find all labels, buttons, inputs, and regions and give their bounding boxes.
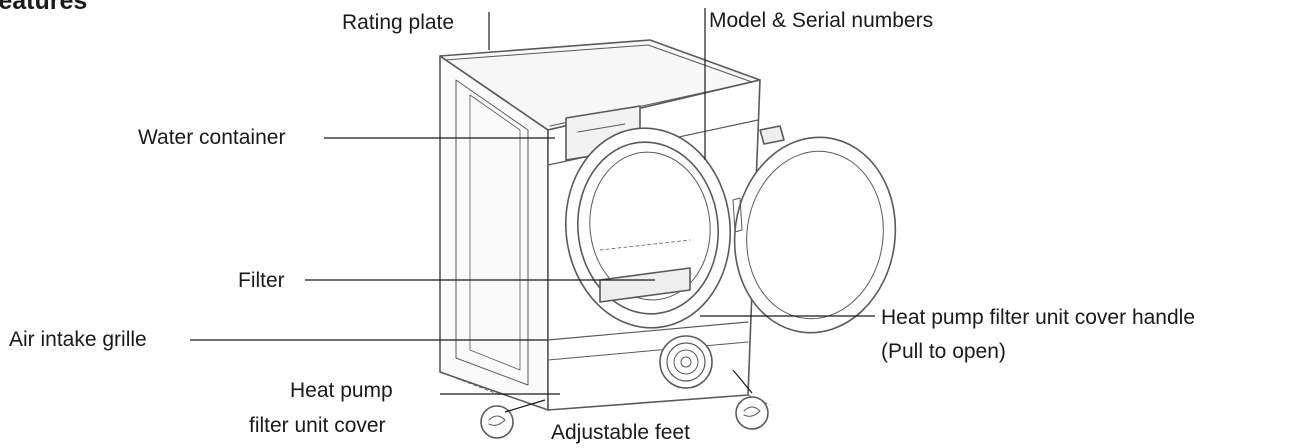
label-cover-handle-line1: Heat pump filter unit cover handle [881, 306, 1196, 329]
open-door [733, 136, 897, 334]
label-cover-handle-line2: (Pull to open) [881, 340, 1006, 363]
leader-foot-right [732, 369, 753, 394]
label-rating-plate: Rating plate [342, 11, 455, 34]
lint-filter [599, 267, 691, 303]
label-model-serial: Model & Serial numbers [709, 9, 934, 32]
label-heat-pump-cover-line1: Heat pump [290, 379, 393, 402]
label-filter: Filter [238, 269, 285, 292]
foot-callout-right [735, 396, 769, 430]
label-heat-pump-cover-line2: filter unit cover [249, 414, 386, 437]
foot-callout-left [480, 405, 514, 439]
label-adjustable-feet: Adjustable feet [551, 421, 690, 444]
leader-foot-left [504, 399, 546, 413]
label-water-container: Water container [138, 126, 286, 149]
label-air-intake-grille: Air intake grille [9, 328, 147, 351]
air-intake-grille [659, 335, 713, 389]
section-heading: features [0, 0, 88, 15]
